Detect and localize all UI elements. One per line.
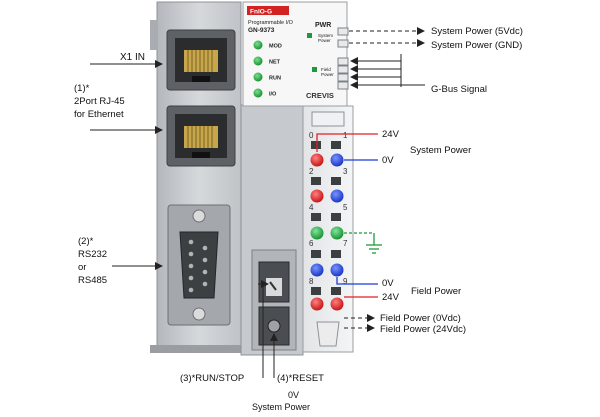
serial-label-line3: or	[78, 262, 86, 273]
terminal-number-6: 6	[309, 239, 314, 248]
bottom-0v-label: 0V	[288, 390, 299, 400]
front-label-panel: FnIO-G Programmable I/O GN-9373 MOD NET …	[242, 1, 349, 107]
terminal-number-7: 7	[343, 239, 348, 248]
module-housing	[150, 1, 246, 353]
model-label: GN-9373	[248, 27, 275, 34]
svg-text:Power: Power	[321, 72, 334, 77]
system-power-gnd-label: System Power (GND)	[431, 40, 522, 51]
field-power-0vdc-label: Field Power (0Vdc)	[380, 313, 461, 324]
run-stop-label: (3)*RUN/STOP	[180, 373, 244, 384]
x1-in-label: X1 IN	[120, 52, 145, 63]
status-led-mod: MOD	[253, 40, 282, 50]
field-power-24vdc-label: Field Power (24Vdc)	[380, 324, 466, 335]
field-power-label: Field Power	[411, 286, 461, 297]
brand-label: FnIO-G	[250, 9, 272, 16]
left-callouts: X1 IN (1)* 2Port RJ-45 for Ethernet (2)*…	[74, 52, 324, 412]
status-led-io: I/O	[253, 88, 277, 98]
terminal-button-blue-7[interactable]	[330, 263, 344, 277]
terminal-number-5: 5	[343, 203, 348, 212]
middle-panel	[240, 104, 304, 356]
rj45-port-2[interactable]	[166, 105, 236, 167]
serial-label-line1: (2)*	[78, 236, 94, 247]
terminal-number-1: 1	[343, 131, 348, 140]
vendor-logo: CREVIS	[306, 91, 334, 100]
pwr-system-led	[307, 33, 312, 38]
svg-text:System: System	[318, 33, 333, 38]
terminal-number-9: 9	[343, 277, 348, 286]
top-0v-label: 0V	[382, 155, 394, 166]
status-led-net: NET	[253, 56, 281, 66]
terminal-button-blue-1[interactable]	[330, 153, 344, 167]
rj45-label-line1: (1)*	[74, 83, 90, 94]
pwr-field-led	[312, 67, 317, 72]
ground-symbol	[366, 233, 382, 254]
rj45-label-line2: 2Port RJ-45	[74, 96, 125, 107]
terminal-button-red-0[interactable]	[310, 153, 324, 167]
terminal-number-4: 4	[309, 203, 314, 212]
svg-text:I/O: I/O	[269, 92, 277, 98]
terminal-block: 0 1 2 3 4 5 6 7 8 9	[302, 105, 354, 353]
terminal-number-3: 3	[343, 167, 348, 176]
reset-label: (4)*RESET	[277, 373, 324, 384]
svg-text:Field: Field	[321, 67, 331, 72]
terminal-button-red-2[interactable]	[310, 189, 324, 203]
svg-text:NET: NET	[269, 60, 281, 66]
terminal-button-red-9[interactable]	[330, 297, 344, 311]
rj45-port-1[interactable]	[166, 29, 236, 91]
terminal-button-red-8[interactable]	[310, 297, 324, 311]
terminal-number-0: 0	[309, 131, 314, 140]
terminal-button-blue-6[interactable]	[310, 263, 324, 277]
bottom-system-power-label: System Power	[252, 402, 310, 412]
field-24v-label: 24V	[382, 292, 400, 303]
pwr-title: PWR	[315, 22, 331, 29]
field-0v-label: 0V	[382, 278, 394, 289]
db9-serial-connector[interactable]	[167, 204, 231, 326]
terminal-button-blue-3[interactable]	[330, 189, 344, 203]
module-type-label: Programmable I/O	[248, 20, 294, 26]
svg-text:MOD: MOD	[269, 44, 282, 50]
gbus-signal-label: G-Bus Signal	[431, 84, 487, 95]
terminal-number-2: 2	[309, 167, 314, 176]
status-led-run: RUN	[253, 72, 281, 82]
run-stop-switch[interactable]	[258, 261, 290, 303]
svg-text:Power: Power	[318, 38, 331, 43]
terminal-number-8: 8	[309, 277, 314, 286]
terminal-release-lever[interactable]	[316, 321, 340, 347]
system-power-5vdc-label: System Power (5Vdc)	[431, 26, 523, 37]
serial-label-line4: RS485	[78, 275, 107, 286]
system-power-label: System Power	[410, 145, 471, 156]
serial-label-line2: RS232	[78, 249, 107, 260]
svg-text:RUN: RUN	[269, 76, 281, 82]
right-callouts: System Power (5Vdc) System Power (GND) G…	[316, 26, 523, 335]
top-24v-label: 24V	[382, 129, 400, 140]
terminal-button-green-5[interactable]	[330, 226, 344, 240]
rj45-label-line3: for Ethernet	[74, 109, 124, 120]
terminal-button-green-4[interactable]	[310, 226, 324, 240]
